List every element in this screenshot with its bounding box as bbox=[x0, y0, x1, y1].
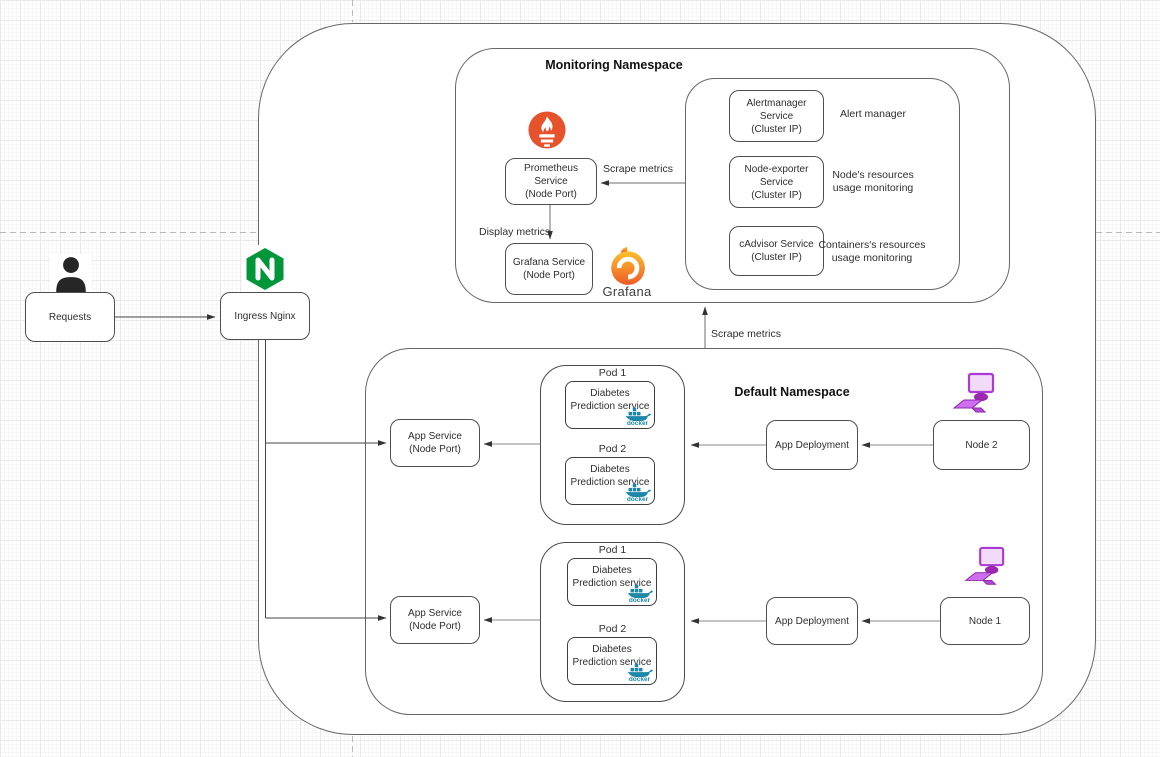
computer-icon[interactable] bbox=[950, 372, 996, 418]
node-sublabel: (Cluster IP) bbox=[751, 189, 802, 201]
node-sublabel: (Node Port) bbox=[525, 189, 577, 200]
cadvisor-service-box[interactable]: cAdvisor Service (Cluster IP) bbox=[729, 226, 824, 276]
app-service-box[interactable]: App Service (Node Port) bbox=[390, 596, 480, 644]
node-label: Diabetes Prediction service bbox=[570, 463, 650, 488]
default-namespace-container[interactable] bbox=[365, 348, 1043, 715]
display-metrics-label: Display metrics bbox=[479, 226, 551, 238]
prometheus-icon[interactable] bbox=[528, 111, 566, 149]
node-label: Diabetes Prediction service bbox=[570, 387, 650, 412]
docker-icon[interactable]: docker bbox=[626, 663, 653, 684]
annotation-node-resources: Node's resources usage monitoring bbox=[832, 169, 914, 194]
node-label: App Service bbox=[408, 431, 462, 442]
app-service-box[interactable]: App Service (Node Port) bbox=[390, 419, 480, 467]
diabetes-service-box[interactable]: Diabetes Prediction service docker bbox=[567, 558, 657, 606]
diabetes-service-box[interactable]: Diabetes Prediction service docker bbox=[565, 457, 655, 505]
scrape-metrics-label: Scrape metrics bbox=[602, 163, 674, 175]
person-icon[interactable] bbox=[50, 254, 92, 294]
node-label: Node 1 bbox=[968, 615, 1002, 627]
annotation-alert-manager: Alert manager bbox=[840, 108, 906, 120]
app-deployment-box[interactable]: App Deployment bbox=[766, 420, 858, 470]
diabetes-service-box[interactable]: Diabetes Prediction service docker bbox=[567, 637, 657, 685]
grafana-icon[interactable] bbox=[606, 245, 648, 287]
node-exporter-service-box[interactable]: Node-exporter Service (Cluster IP) bbox=[729, 156, 824, 208]
diabetes-service-box[interactable]: Diabetes Prediction service docker bbox=[565, 381, 655, 429]
node-label: Grafana Service bbox=[512, 257, 586, 268]
prometheus-service-box[interactable]: Prometheus Service (Node Port) bbox=[505, 158, 597, 205]
annotation-container-resources: Containers's resources usage monitoring bbox=[818, 239, 926, 264]
monitoring-namespace-title: Monitoring Namespace bbox=[545, 58, 683, 72]
grafana-service-box[interactable]: Grafana Service (Node Port) bbox=[505, 243, 593, 295]
node-label: Node 2 bbox=[965, 439, 998, 451]
alertmanager-service-box[interactable]: Alertmanager Service (Cluster IP) bbox=[729, 90, 824, 142]
ingress-nginx-box[interactable]: Ingress Nginx bbox=[220, 292, 310, 340]
pod-title: Pod 2 bbox=[598, 443, 627, 455]
node-label: Ingress Nginx bbox=[234, 310, 296, 322]
docker-wordmark: docker bbox=[628, 596, 651, 604]
node-label: cAdvisor Service bbox=[739, 239, 814, 250]
docker-wordmark: docker bbox=[626, 419, 649, 427]
docker-wordmark: docker bbox=[626, 495, 649, 503]
docker-wordmark: docker bbox=[628, 675, 651, 683]
pod-title: Pod 2 bbox=[598, 623, 627, 635]
grafana-wordmark: Grafana bbox=[602, 284, 652, 299]
node-label: Diabetes Prediction service bbox=[572, 643, 652, 668]
node-label: Requests bbox=[48, 311, 92, 323]
node-label: App Deployment bbox=[775, 439, 849, 451]
node-label: Alertmanager Service bbox=[746, 97, 807, 122]
computer-icon[interactable] bbox=[962, 546, 1006, 590]
node-sublabel: (Node Port) bbox=[409, 621, 461, 632]
cluster-scrape-metrics-label: Scrape metrics bbox=[711, 328, 782, 340]
pod-title: Pod 1 bbox=[598, 544, 627, 556]
node-label: Diabetes Prediction service bbox=[572, 564, 652, 589]
pod-title: Pod 1 bbox=[598, 367, 627, 379]
nginx-icon[interactable] bbox=[242, 245, 288, 293]
node-box[interactable]: Node 1 bbox=[940, 597, 1030, 645]
node-sublabel: (Cluster IP) bbox=[751, 252, 802, 263]
node-label: App Service bbox=[408, 608, 462, 619]
default-namespace-title: Default Namespace bbox=[734, 385, 850, 399]
node-label: Prometheus Service bbox=[524, 163, 578, 187]
docker-icon[interactable]: docker bbox=[624, 407, 651, 428]
node-sublabel: (Node Port) bbox=[409, 444, 461, 455]
node-label: Node-exporter Service bbox=[744, 163, 809, 188]
node-sublabel: (Cluster IP) bbox=[751, 123, 802, 135]
node-sublabel: (Node Port) bbox=[523, 270, 575, 281]
node-label: App Deployment bbox=[775, 615, 849, 627]
requests-box[interactable]: Requests bbox=[25, 292, 115, 342]
docker-icon[interactable]: docker bbox=[624, 483, 651, 504]
docker-icon[interactable]: docker bbox=[626, 584, 653, 605]
app-deployment-box[interactable]: App Deployment bbox=[766, 597, 858, 645]
node-box[interactable]: Node 2 bbox=[933, 420, 1030, 470]
